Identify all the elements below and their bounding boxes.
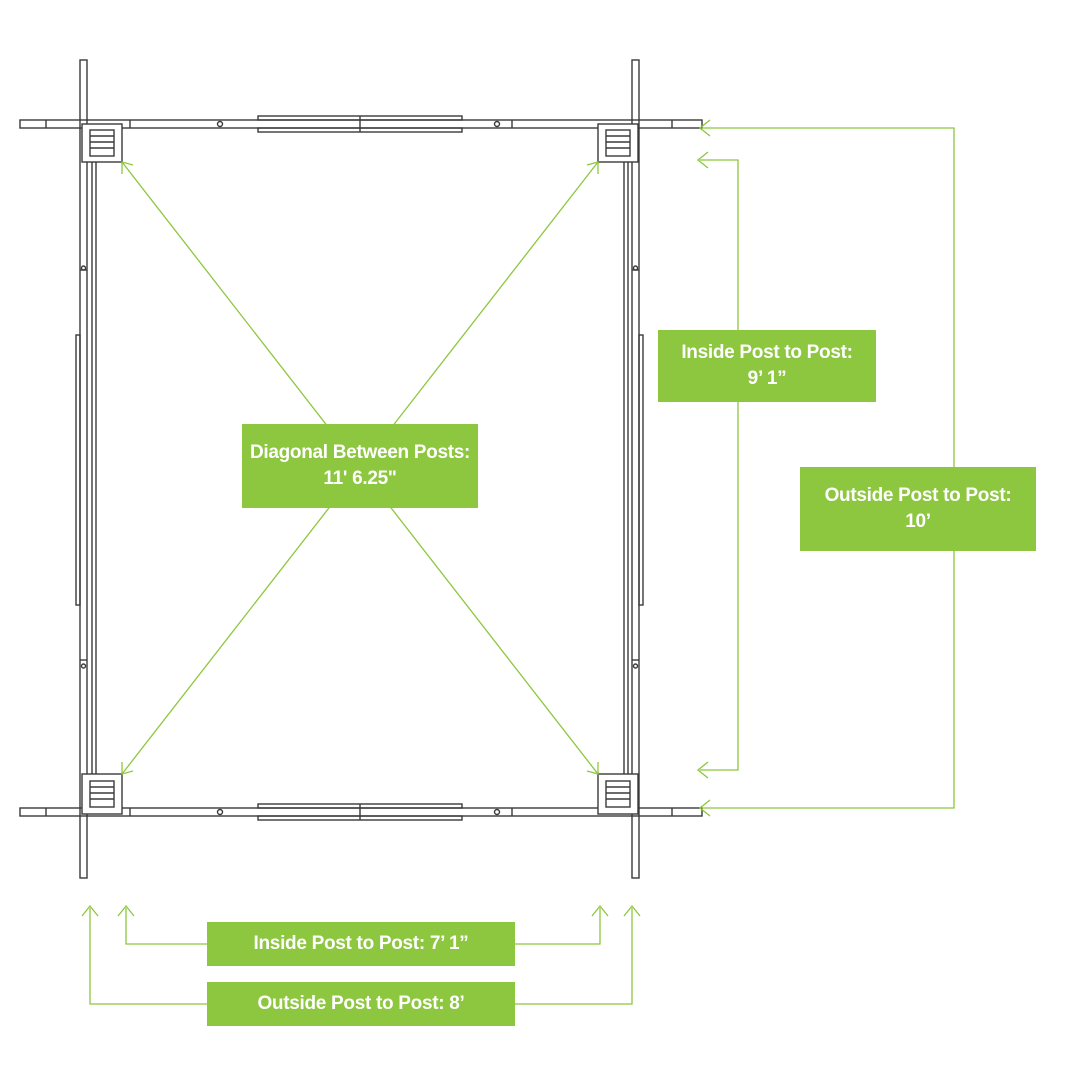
outside-horizontal-label: Outside Post to Post: 8’ <box>207 982 515 1026</box>
post-top-right <box>597 123 639 163</box>
inside-vertical-dimension <box>700 159 739 771</box>
outside-vertical-label-value: 10’ <box>905 511 931 532</box>
diagonal-label-value: 11' 6.25" <box>323 468 397 489</box>
left-beam <box>79 59 88 879</box>
post-bottom-right <box>597 773 639 815</box>
inside-horizontal-label-text: Inside Post to Post: 7’ 1” <box>253 933 469 954</box>
dimension-lines <box>81 119 955 1005</box>
outside-vertical-label-title: Outside Post to Post: <box>824 485 1012 506</box>
post-bottom-left <box>81 773 123 815</box>
diagonal-label: Diagonal Between Posts: 11' 6.25" <box>242 424 478 508</box>
inside-vertical-label: Inside Post to Post: 9’ 1” <box>658 330 876 402</box>
post-top-left <box>81 123 123 163</box>
corner-posts <box>81 123 639 815</box>
diagonal-label-title: Diagonal Between Posts: <box>249 442 471 463</box>
inside-vertical-label-value: 9’ 1” <box>747 368 787 389</box>
outside-vertical-label: Outside Post to Post: 10’ <box>800 467 1036 551</box>
inside-vertical-label-title: Inside Post to Post: <box>681 342 853 363</box>
right-beam <box>631 59 640 879</box>
outside-horizontal-label-text: Outside Post to Post: 8’ <box>257 993 465 1014</box>
structure-outline <box>19 59 703 879</box>
inside-horizontal-label: Inside Post to Post: 7’ 1” <box>207 922 515 966</box>
